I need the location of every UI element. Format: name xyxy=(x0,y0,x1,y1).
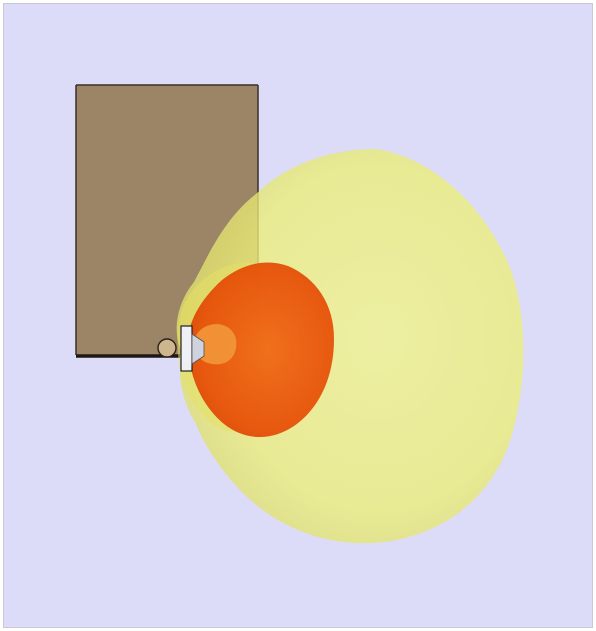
core-radiation-lobe xyxy=(194,324,237,365)
pivot-circle[interactable] xyxy=(157,338,177,358)
source-element[interactable] xyxy=(180,325,205,372)
source-body xyxy=(180,325,193,372)
3d-scene[interactable] xyxy=(4,4,592,627)
outer-radiation-lobe[interactable] xyxy=(176,149,524,544)
source-reflector xyxy=(191,333,205,365)
viewport-frame xyxy=(3,3,593,628)
inner-radiation-lobe[interactable] xyxy=(188,262,334,438)
